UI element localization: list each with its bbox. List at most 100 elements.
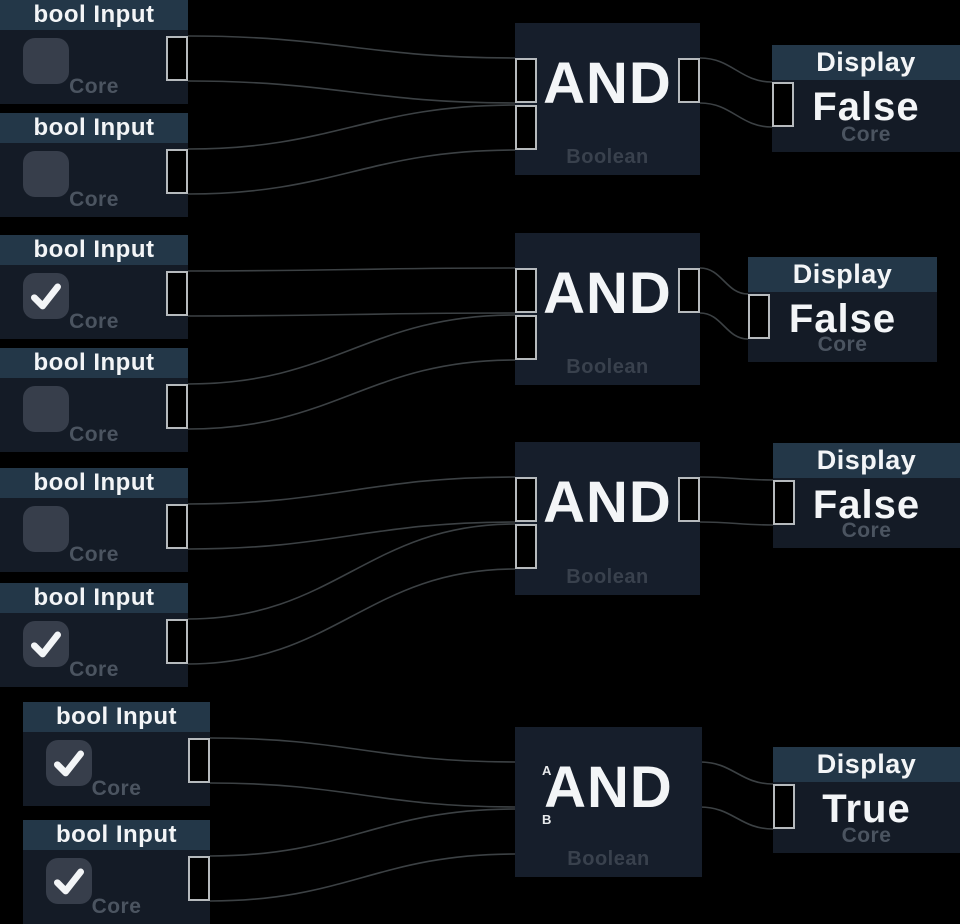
gate-label: AND — [543, 51, 672, 116]
wire — [187, 523, 516, 620]
wire — [187, 312, 516, 317]
display-node-4[interactable]: Display True Core — [773, 747, 960, 853]
checkmark-icon — [54, 750, 84, 777]
pin-label-a[interactable]: A — [542, 763, 552, 778]
wire — [699, 476, 774, 481]
node-title: Display — [773, 443, 960, 478]
category-label: Core — [91, 895, 142, 918]
input-port-a[interactable] — [515, 268, 537, 313]
node-title: Display — [748, 257, 937, 292]
wire — [209, 782, 516, 808]
node-title: Display — [772, 45, 960, 80]
node-title: bool Input — [0, 583, 188, 613]
input-port-a[interactable] — [515, 58, 537, 103]
output-port[interactable] — [166, 384, 188, 429]
wire — [187, 149, 516, 195]
input-port[interactable] — [772, 82, 794, 127]
wire — [187, 568, 516, 665]
input-port[interactable] — [748, 294, 770, 339]
node-title: bool Input — [0, 348, 188, 378]
bool-input-node-3[interactable]: bool Input Core — [0, 235, 188, 339]
and-gate-node-4[interactable]: A B AND Boolean — [515, 727, 702, 877]
and-gate-node-3[interactable]: AND Boolean — [515, 442, 700, 595]
output-port[interactable] — [166, 149, 188, 194]
bool-input-node-6[interactable]: bool Input Core — [0, 583, 188, 687]
bool-checkbox[interactable] — [23, 506, 69, 552]
node-title: bool Input — [23, 702, 210, 732]
bool-checkbox[interactable] — [46, 740, 92, 786]
category-label: Core — [841, 519, 892, 542]
wire — [187, 359, 516, 430]
output-port[interactable] — [188, 856, 210, 901]
bool-checkbox[interactable] — [23, 151, 69, 197]
bool-checkbox[interactable] — [46, 858, 92, 904]
input-port-b[interactable] — [515, 524, 537, 569]
category-label: Core — [841, 824, 892, 847]
checkmark-icon — [31, 283, 62, 310]
category-label: Boolean — [566, 146, 649, 168]
and-gate-node-1[interactable]: AND Boolean — [515, 23, 700, 175]
input-port-b[interactable] — [515, 105, 537, 150]
output-port[interactable] — [188, 738, 210, 783]
category-label: Core — [69, 310, 119, 333]
display-value: False — [788, 297, 897, 341]
wire — [699, 521, 774, 526]
bool-checkbox[interactable] — [23, 621, 69, 667]
node-title: Display — [773, 747, 960, 782]
output-port[interactable] — [166, 36, 188, 81]
display-value: False — [812, 483, 921, 527]
category-label: Core — [69, 658, 119, 681]
gate-label: AND — [543, 261, 672, 326]
input-port[interactable] — [773, 784, 795, 829]
category-label: Core — [91, 777, 142, 800]
display-node-1[interactable]: Display False Core — [772, 45, 960, 152]
bool-input-node-4[interactable]: bool Input Core — [0, 348, 188, 452]
wire — [699, 312, 749, 340]
category-label: Core — [841, 123, 891, 146]
node-title: bool Input — [0, 468, 188, 498]
input-port[interactable] — [773, 480, 795, 525]
checkmark-icon — [31, 631, 62, 658]
output-port[interactable] — [678, 477, 700, 522]
output-port[interactable] — [166, 504, 188, 549]
wire — [187, 267, 516, 272]
output-port[interactable] — [166, 619, 188, 664]
node-title: bool Input — [0, 235, 188, 265]
output-port[interactable] — [678, 268, 700, 313]
gate-label: AND — [544, 755, 673, 820]
wire — [699, 57, 773, 83]
and-gate-node-2[interactable]: AND Boolean — [515, 233, 700, 385]
input-port-b[interactable] — [515, 315, 537, 360]
display-value: True — [822, 787, 911, 831]
category-label: Core — [69, 543, 119, 566]
node-title: bool Input — [0, 113, 188, 143]
wire — [699, 761, 774, 785]
output-port[interactable] — [166, 271, 188, 316]
category-label: Core — [69, 423, 119, 446]
node-title: bool Input — [0, 0, 188, 30]
bool-input-node-8[interactable]: bool Input Core — [23, 820, 210, 924]
bool-input-node-7[interactable]: bool Input Core — [23, 702, 210, 806]
display-node-3[interactable]: Display False Core — [773, 443, 960, 548]
wire — [187, 104, 516, 150]
output-port[interactable] — [678, 58, 700, 103]
wire — [187, 35, 516, 59]
display-value: False — [812, 85, 920, 129]
bool-input-node-2[interactable]: bool Input Core — [0, 113, 188, 217]
wire — [187, 521, 516, 550]
gate-label: AND — [543, 470, 672, 535]
bool-checkbox[interactable] — [23, 386, 69, 432]
bool-checkbox[interactable] — [23, 38, 69, 84]
category-label: Boolean — [566, 566, 649, 588]
wire — [187, 314, 516, 385]
input-port-a[interactable] — [515, 477, 537, 522]
display-node-2[interactable]: Display False Core — [748, 257, 937, 362]
bool-checkbox[interactable] — [23, 273, 69, 319]
bool-input-node-1[interactable]: bool Input Core — [0, 0, 188, 104]
category-label: Core — [69, 75, 119, 98]
wire — [209, 737, 516, 763]
bool-input-node-5[interactable]: bool Input Core — [0, 468, 188, 572]
pin-label-b[interactable]: B — [542, 812, 552, 827]
